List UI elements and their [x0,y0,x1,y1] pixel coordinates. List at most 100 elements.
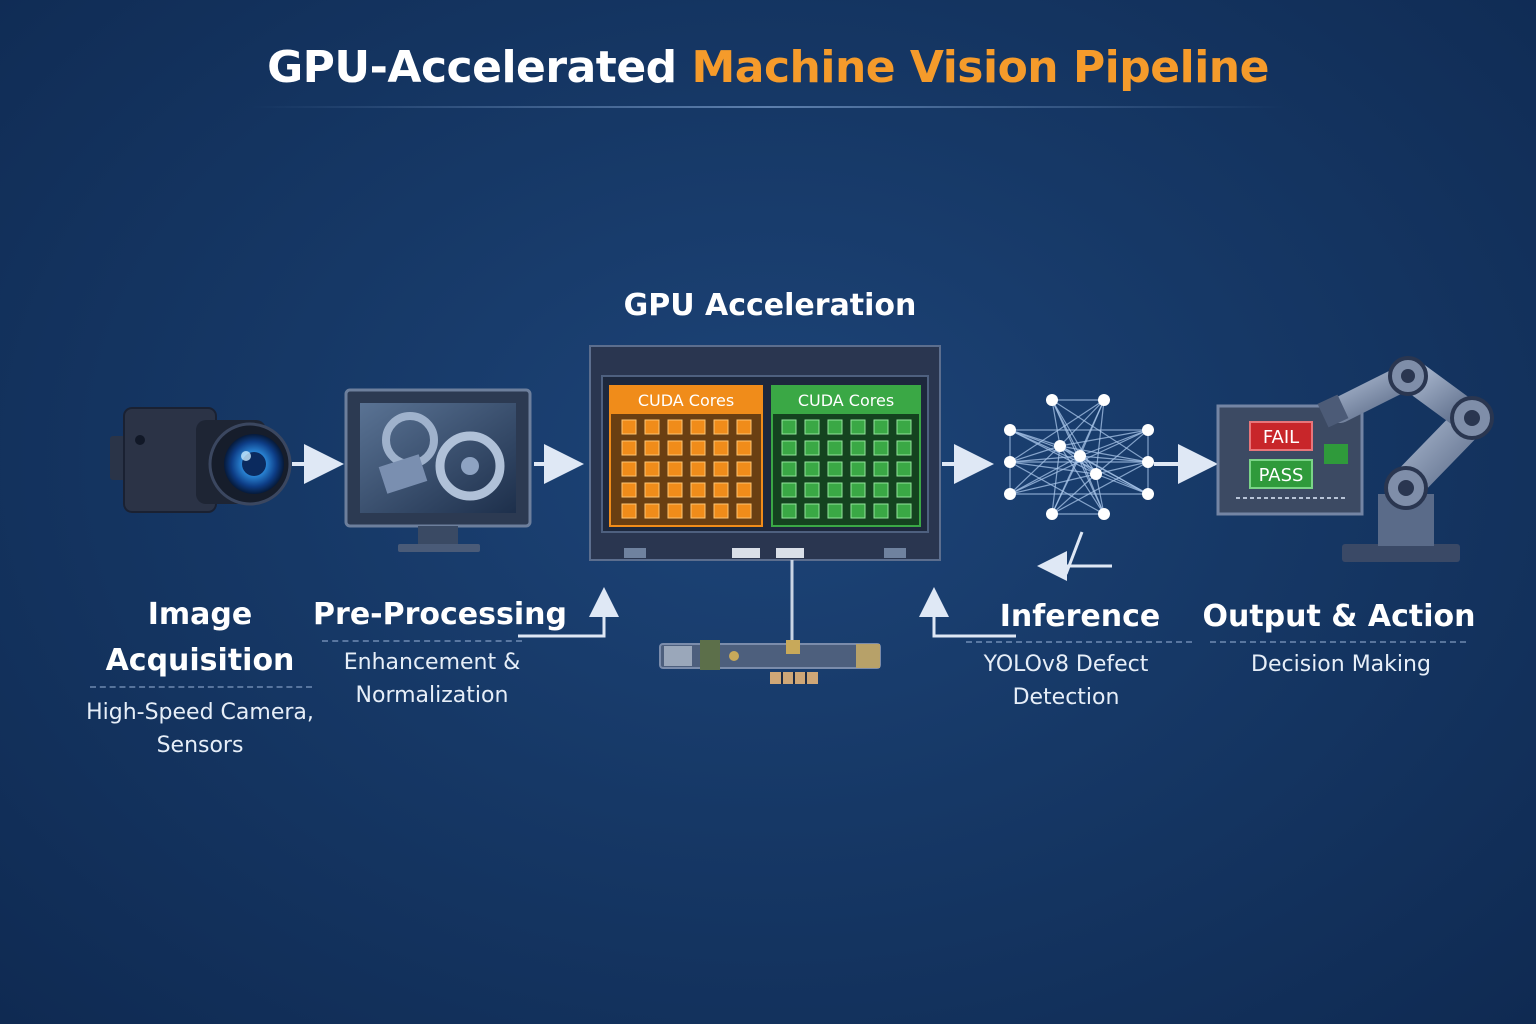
cuda-core-cell [667,461,683,477]
cuda-core-cell [690,419,706,435]
stage-title-line: Image [147,597,253,632]
cuda-core-cell [896,419,912,435]
stage-subtitle-line: High-Speed Camera, [86,700,314,725]
camera-icon [110,407,292,513]
cuda-core-cell [804,461,820,477]
cuda-core-cell [781,461,797,477]
network-edge [1059,445,1149,463]
cuda-core-cell [850,440,866,456]
stage-inference-subtitle: YOLOv8 Defect Detection [936,648,1196,714]
stage-subtitle-line: YOLOv8 Defect [983,652,1149,677]
cuda-core-cell [804,440,820,456]
network-edge [1079,455,1149,495]
cuda-core-cell [781,419,797,435]
cuda-core-cell [644,419,660,435]
network-edge [1059,399,1105,447]
network-edge [1009,461,1105,515]
network-edge [1095,461,1149,475]
cuda-core-cell [713,440,729,456]
cuda-core-cell [621,503,637,519]
cuda-core-cell [850,482,866,498]
stage-output-action-title: Output & Action [1196,594,1482,640]
cuda-core-cell [736,440,752,456]
network-node [1004,424,1016,436]
cuda-core-cell [621,419,637,435]
network-edge [1051,455,1081,515]
cuda-core-cell [781,440,797,456]
title-accent: Machine Vision Pipeline [691,42,1269,93]
monitor-icon [344,388,532,552]
cuda-cores-left-label: CUDA Cores [638,391,734,410]
cuda-core-cell [896,503,912,519]
stage-output-action-subtitle: Decision Making [1196,648,1486,681]
cuda-core-cell [621,482,637,498]
network-edge [1051,461,1149,515]
network-edge [1009,429,1081,457]
network-node [1074,450,1086,462]
gpu-chip-icon: CUDA Cores CUDA Cores [589,345,941,561]
cuda-core-cell [713,482,729,498]
stage-subtitle-line: Normalization [355,683,509,708]
stage-subtitle-line: Sensors [156,733,244,758]
network-edge [1051,399,1149,463]
cuda-core-cell [667,482,683,498]
cuda-core-cell [736,503,752,519]
cuda-core-cell [873,482,889,498]
gpu-card-icon [659,560,881,684]
network-edge [1051,473,1097,515]
network-edge [1009,455,1081,463]
stage-subtitle-line: Detection [1012,685,1120,710]
network-node [1004,488,1016,500]
network-edge [1051,399,1081,457]
cuda-core-cell [667,440,683,456]
cuda-core-cell [667,503,683,519]
page-title: GPU-Accelerated Machine Vision Pipeline [0,42,1536,93]
stage-subtitle-line: Enhancement & [343,650,521,675]
cuda-core-cell [827,482,843,498]
cuda-core-cell [644,482,660,498]
cuda-core-cell [713,419,729,435]
stage-divider [1210,641,1466,643]
gpu-section-title: GPU Acceleration [623,288,917,323]
neural-network-icon [1004,394,1154,520]
cuda-core-cell [781,503,797,519]
cuda-core-cell [804,482,820,498]
cuda-core-cell [621,461,637,477]
network-edge [1051,445,1061,515]
cuda-core-cell [827,440,843,456]
pass-badge: PASS [1259,465,1304,486]
cuda-core-cell [736,482,752,498]
cuda-core-cell [690,440,706,456]
cuda-core-cell [873,503,889,519]
title-main: GPU-Accelerated [267,42,692,93]
cuda-core-cell [736,419,752,435]
cuda-core-cell [644,440,660,456]
network-edge [1051,399,1061,447]
stage-pre-processing-subtitle: Enhancement & Normalization [292,646,572,712]
cuda-core-cell [827,461,843,477]
cuda-core-cell [621,440,637,456]
network-edge [1079,399,1105,457]
network-edge [1009,445,1061,495]
cuda-core-cell [690,503,706,519]
network-edge [1095,473,1149,495]
stage-image-acquisition-title: Image Acquisition [60,592,340,684]
cuda-core-cell [736,461,752,477]
return-arrow-left [518,587,619,638]
network-node [1098,394,1110,406]
title-divider [250,106,1286,108]
stage-title-line: Output & Action [1202,599,1476,634]
cuda-core-cell [804,419,820,435]
indicator-light-icon [1324,444,1348,464]
network-edge [1059,429,1149,447]
cuda-core-cell [873,419,889,435]
network-node [1142,456,1154,468]
cuda-core-cell [850,419,866,435]
cuda-core-cell [644,503,660,519]
network-edge [1095,473,1105,515]
output-panel-icon: FAIL PASS [1216,404,1364,516]
cuda-core-cell [713,503,729,519]
network-edge [1009,461,1097,475]
network-node [1046,394,1058,406]
stage-divider [966,641,1192,643]
